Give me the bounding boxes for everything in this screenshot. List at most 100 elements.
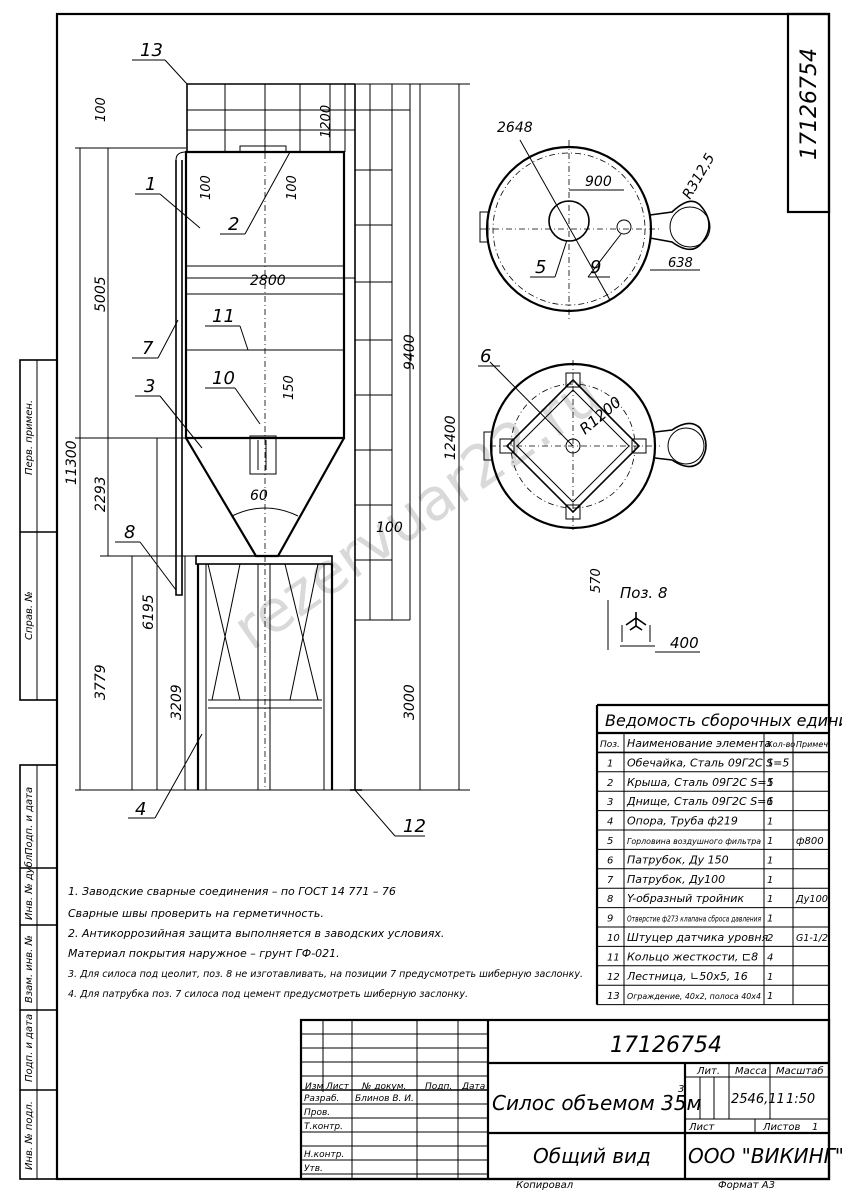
dim-1200: 1200 xyxy=(319,105,334,138)
dim-100b: 100 xyxy=(199,175,214,200)
dim-2293: 2293 xyxy=(93,476,109,512)
bom-cell: Патрубок, Ду 150 xyxy=(627,853,729,866)
tb-col-list: Лист xyxy=(325,1082,350,1092)
bom-cell: 4 xyxy=(607,817,613,828)
front-view: 100 1200 100 100 5005 2800 9400 12400 11… xyxy=(64,40,470,837)
bom-cell: 1 xyxy=(767,836,773,847)
bom-cell: Y-образный тройник xyxy=(627,892,744,905)
support-ring xyxy=(195,555,333,565)
bom-cell: 4 xyxy=(767,952,773,963)
bom-cell: 2 xyxy=(767,933,773,944)
tb-col-date: Дата xyxy=(461,1082,485,1092)
dim-60: 60 xyxy=(250,488,268,504)
callout-1: 1 xyxy=(145,174,156,195)
bom-title: Ведомость сборочных единиц xyxy=(605,711,842,730)
dim-100c: 100 xyxy=(285,175,300,200)
detail-8-dim-570: 570 xyxy=(589,568,604,593)
detail-8: Поз. 8 570 400 xyxy=(589,568,700,653)
tb-format: Формат А3 xyxy=(718,1180,775,1190)
side-stamp-5: Подп. и дата xyxy=(24,1014,35,1082)
bom-cell: Лестница, ∟50х5, 16 xyxy=(626,970,748,983)
bom-cell: 10 xyxy=(607,933,620,944)
tb-name-sup: 3 xyxy=(678,1084,684,1095)
dim-100a: 100 xyxy=(94,97,109,122)
callout-2: 2 xyxy=(228,214,239,235)
notes: 1. Заводские сварные соединения – по ГОС… xyxy=(68,885,583,1000)
note-2: 2. Антикоррозийная защита выполняется в … xyxy=(68,927,444,940)
side-stamp-0: Перв. примен. xyxy=(24,400,35,475)
side-stamp-1: Справ. № xyxy=(24,591,35,640)
callout-8: 8 xyxy=(124,522,135,543)
bom-cell: Ограждение, 40х2, полоса 40х4 xyxy=(627,992,761,1001)
tb-role-1: Пров. xyxy=(304,1108,330,1118)
dim-3000: 3000 xyxy=(402,684,418,720)
tb-col-sign: Подп. xyxy=(425,1082,452,1092)
bom-cell: 5 xyxy=(607,836,613,847)
callout-5: 5 xyxy=(535,257,546,278)
side-stamp-3: Инв. № дубл. xyxy=(23,852,35,920)
note-3: Материал покрытия наружное – грунт ГФ-02… xyxy=(68,947,340,960)
tb-scale-label: Масштаб xyxy=(776,1065,824,1077)
dim-11300: 11300 xyxy=(64,440,80,485)
bom-cell: Днище, Сталь 09Г2С S=6 xyxy=(626,795,773,808)
bom-cell: 1 xyxy=(767,817,773,828)
side-stamp-2: Подп. и дата xyxy=(24,787,35,855)
bom-cell: 13 xyxy=(607,991,620,1002)
bom-cell: 1 xyxy=(767,778,773,789)
bom-cell: G1-1/2 xyxy=(796,933,828,944)
tb-col-doc: № докум. xyxy=(361,1082,406,1092)
bom-cell: Обечайка, Сталь 09Г2С S=5 xyxy=(627,756,789,769)
bom-cell: 6 xyxy=(607,855,613,866)
dim-150: 150 xyxy=(282,375,297,400)
bom-cell: Опора, Труба ф219 xyxy=(627,815,738,828)
callout-9: 9 xyxy=(590,257,601,278)
tb-col-izm: Изм xyxy=(305,1082,324,1092)
bom-cell: 1 xyxy=(607,758,613,769)
level-sensor xyxy=(249,435,277,475)
tb-lit-label: Лит. xyxy=(696,1066,720,1077)
tb-mass: 2546,11 xyxy=(731,1092,785,1107)
callout-10: 10 xyxy=(212,368,235,389)
dim-r3125: R312,5 xyxy=(680,151,719,202)
side-stamp-6: Инв. № подл. xyxy=(24,1101,35,1170)
bom-cell: Ду100 xyxy=(795,894,828,905)
dim-900: 900 xyxy=(585,174,612,190)
tb-role-2: Т.контр. xyxy=(304,1122,343,1132)
bom-cell: 11 xyxy=(607,952,620,963)
bom-table: Ведомость сборочных единицПоз.Наименован… xyxy=(595,703,842,1006)
dim-2800: 2800 xyxy=(250,273,286,289)
dim-638: 638 xyxy=(668,256,693,271)
tb-name: Силос объемом 35м xyxy=(492,1091,702,1115)
bom-cell: Штуцер датчика уровня xyxy=(627,931,769,944)
note-1: Сварные швы проверить на герметичность. xyxy=(68,907,324,920)
bom-cell: 2 xyxy=(607,778,613,789)
bom-cell: 1 xyxy=(767,972,773,983)
bom-cell: 7 xyxy=(607,875,614,886)
tb-scale: 1:50 xyxy=(786,1092,815,1107)
bom-cell: 3 xyxy=(607,797,613,808)
callout-11: 11 xyxy=(212,306,235,327)
note-4: 3. Для силоса под цеолит, поз. 8 не изго… xyxy=(68,968,583,980)
detail-8-title: Поз. 8 xyxy=(620,584,668,602)
relief-hole xyxy=(616,219,632,235)
top-view: 2648 900 R312,5 638 5 9 xyxy=(479,120,719,320)
tb-org: ООО "ВИКИНГ" xyxy=(688,1144,842,1168)
tb-mass-label: Масса xyxy=(735,1066,767,1077)
dim-3779: 3779 xyxy=(93,664,109,700)
dim-2648: 2648 xyxy=(497,120,533,136)
callout-6: 6 xyxy=(480,346,491,367)
bom-header-0: Поз. xyxy=(600,740,620,750)
tb-view: Общий вид xyxy=(533,1144,651,1168)
tb-sheets: 1 xyxy=(812,1122,818,1133)
dim-5005: 5005 xyxy=(93,276,109,312)
note-5: 4. Для патрубка поз. 7 силоса под цемент… xyxy=(68,988,468,1000)
callout-3: 3 xyxy=(144,376,155,397)
dim-3209: 3209 xyxy=(169,684,185,720)
bom-cell: 1 xyxy=(767,894,773,905)
bom-cell: 12 xyxy=(607,972,620,983)
top-stamp: 17126754 xyxy=(797,48,822,160)
dim-12400: 12400 xyxy=(443,415,459,460)
watermark: rezervuar22.ru xyxy=(220,360,613,663)
callout-7: 7 xyxy=(142,338,154,359)
